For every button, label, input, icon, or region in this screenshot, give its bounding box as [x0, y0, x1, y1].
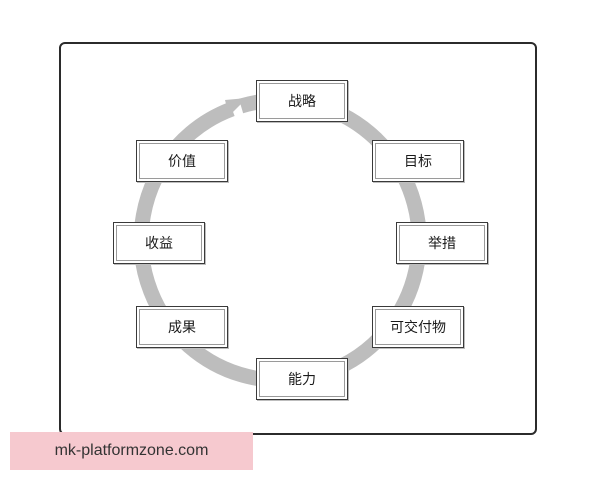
node-goal: 目标: [372, 140, 464, 182]
node-deliverables: 可交付物: [372, 306, 464, 348]
node-label: 价值: [168, 154, 196, 170]
node-benefits: 收益: [113, 222, 205, 264]
watermark-banner: mk-platformzone.com: [10, 432, 253, 470]
node-label: 目标: [404, 154, 432, 170]
watermark-text: mk-platformzone.com: [54, 442, 209, 459]
node-initiatives: 举措: [396, 222, 488, 264]
node-label: 可交付物: [390, 320, 446, 336]
cycle-arrowhead: [225, 98, 247, 116]
node-outcomes: 成果: [136, 306, 228, 348]
node-capability: 能力: [256, 358, 348, 400]
node-strategy: 战略: [256, 80, 348, 122]
node-label: 收益: [145, 236, 173, 252]
node-label: 能力: [288, 372, 316, 388]
node-label: 举措: [428, 236, 456, 252]
node-value: 价值: [136, 140, 228, 182]
node-label: 成果: [168, 320, 196, 336]
node-label: 战略: [288, 94, 316, 110]
